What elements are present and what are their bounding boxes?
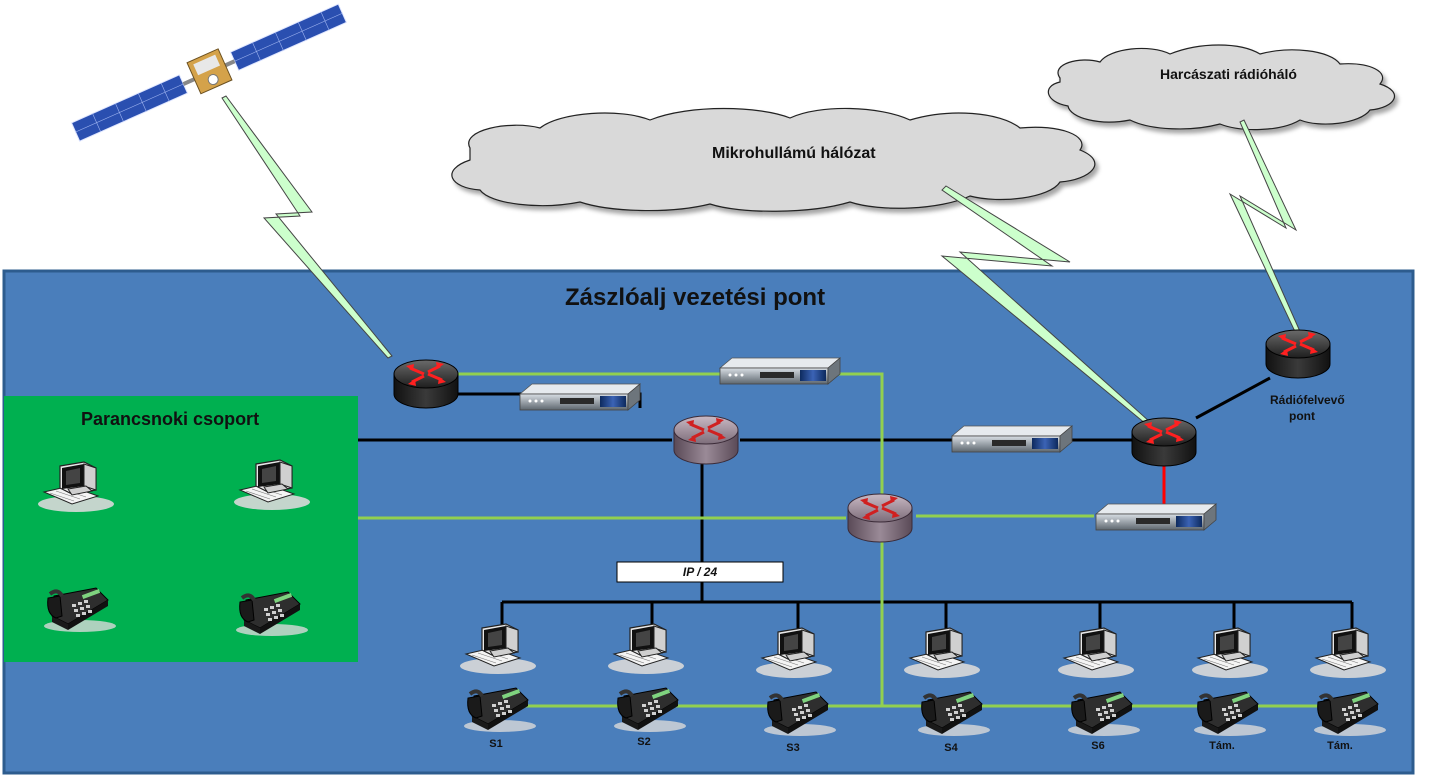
multiplexer-top-icon — [719, 357, 841, 385]
radio-network-label: Harcászati rádióháló — [1160, 66, 1297, 82]
station-label-s6: S6 — [1091, 740, 1105, 752]
subnet-label-box — [616, 561, 784, 583]
router-core-icon — [672, 414, 740, 466]
station-label-s1: S1 — [489, 738, 503, 750]
multiplexer-middle-icon — [951, 425, 1073, 453]
subnet-label: IP / 24 — [682, 565, 718, 579]
router-radio-point-icon — [1264, 328, 1332, 380]
station-label-s4: S4 — [944, 742, 958, 754]
radio-point-label: Rádiófelvevő pont — [1270, 393, 1345, 423]
multiplexer-upper-left-icon — [519, 383, 641, 411]
station-label-support-1: Tám. — [1209, 740, 1235, 752]
wired-links-black — [358, 376, 1354, 630]
station-label-s2: S2 — [637, 736, 651, 748]
main-area-title: Zászlóalj vezetési pont — [565, 284, 826, 311]
station-label-s3: S3 — [786, 742, 800, 754]
command-group-title: Parancsnoki csoport — [81, 409, 260, 429]
wired-links-green — [358, 372, 1322, 708]
station-label-support-2: Tám. — [1327, 740, 1353, 752]
satellite-icon — [70, 3, 348, 142]
wireless-link-satellite — [221, 95, 393, 359]
radio-network-cloud — [1047, 44, 1395, 131]
multiplexer-lower-right-icon — [1095, 503, 1217, 531]
router-lower-icon — [846, 492, 914, 544]
router-satellite-icon — [392, 358, 460, 410]
microwave-network-cloud — [451, 107, 1096, 212]
router-microwave-icon — [1130, 416, 1198, 468]
microwave-network-label: Mikrohullámú hálózat — [712, 145, 876, 162]
